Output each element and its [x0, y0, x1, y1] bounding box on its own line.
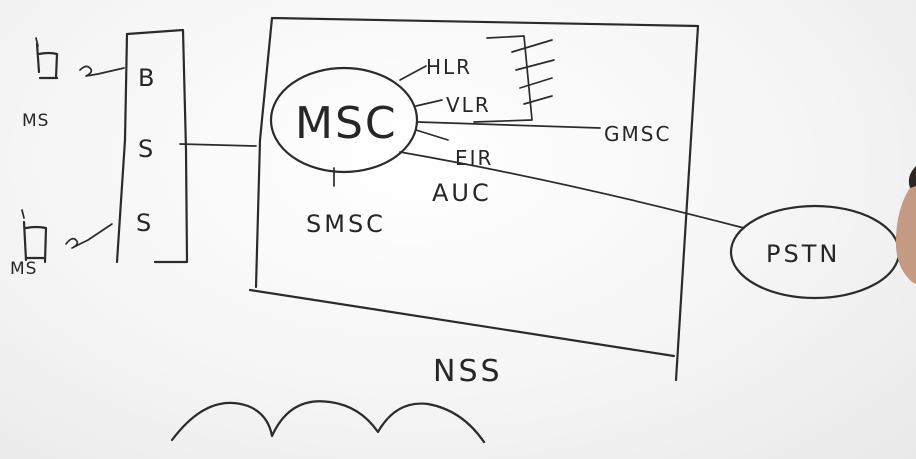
presenter-hand-shadow — [908, 166, 916, 188]
gmsc-label: GMSC — [604, 122, 671, 146]
ms-top-label: MS — [22, 111, 49, 131]
ms-bottom-phone-icon — [21, 209, 48, 264]
bss-letter-s1: S — [138, 135, 156, 163]
bss-letter-b: B — [138, 64, 157, 92]
bss-box — [115, 28, 189, 264]
msc-eir-link — [415, 129, 449, 141]
nss-label: NSS — [433, 354, 503, 389]
radio-wave-icon — [170, 400, 486, 444]
msc-hlr-link — [399, 65, 427, 81]
ms-top-phone-icon — [35, 37, 59, 80]
pstn-label: PSTN — [766, 240, 840, 268]
msc-gmsc-link — [417, 121, 601, 129]
msc-label: MSC — [295, 98, 398, 149]
msc-ellipse — [269, 66, 419, 174]
msc-vlr-link — [415, 99, 443, 107]
auc-label: AUC — [432, 179, 492, 207]
ms-top-radio-link — [79, 65, 125, 77]
nss-box — [248, 16, 700, 382]
ms-bottom-radio-link — [65, 223, 113, 249]
msc-pstn-link — [399, 151, 745, 229]
vlr-label: VLR — [446, 93, 491, 117]
presenter-hand — [895, 180, 916, 284]
hlr-label: HLR — [426, 55, 472, 79]
smsc-label: SMSC — [306, 210, 386, 238]
bss-nss-link — [179, 143, 257, 147]
ms-bottom-label: MS — [10, 259, 37, 279]
bracket-ticks — [511, 39, 555, 105]
bss-letter-s2: S — [136, 209, 154, 237]
hlr-vlr-bracket — [473, 35, 533, 123]
